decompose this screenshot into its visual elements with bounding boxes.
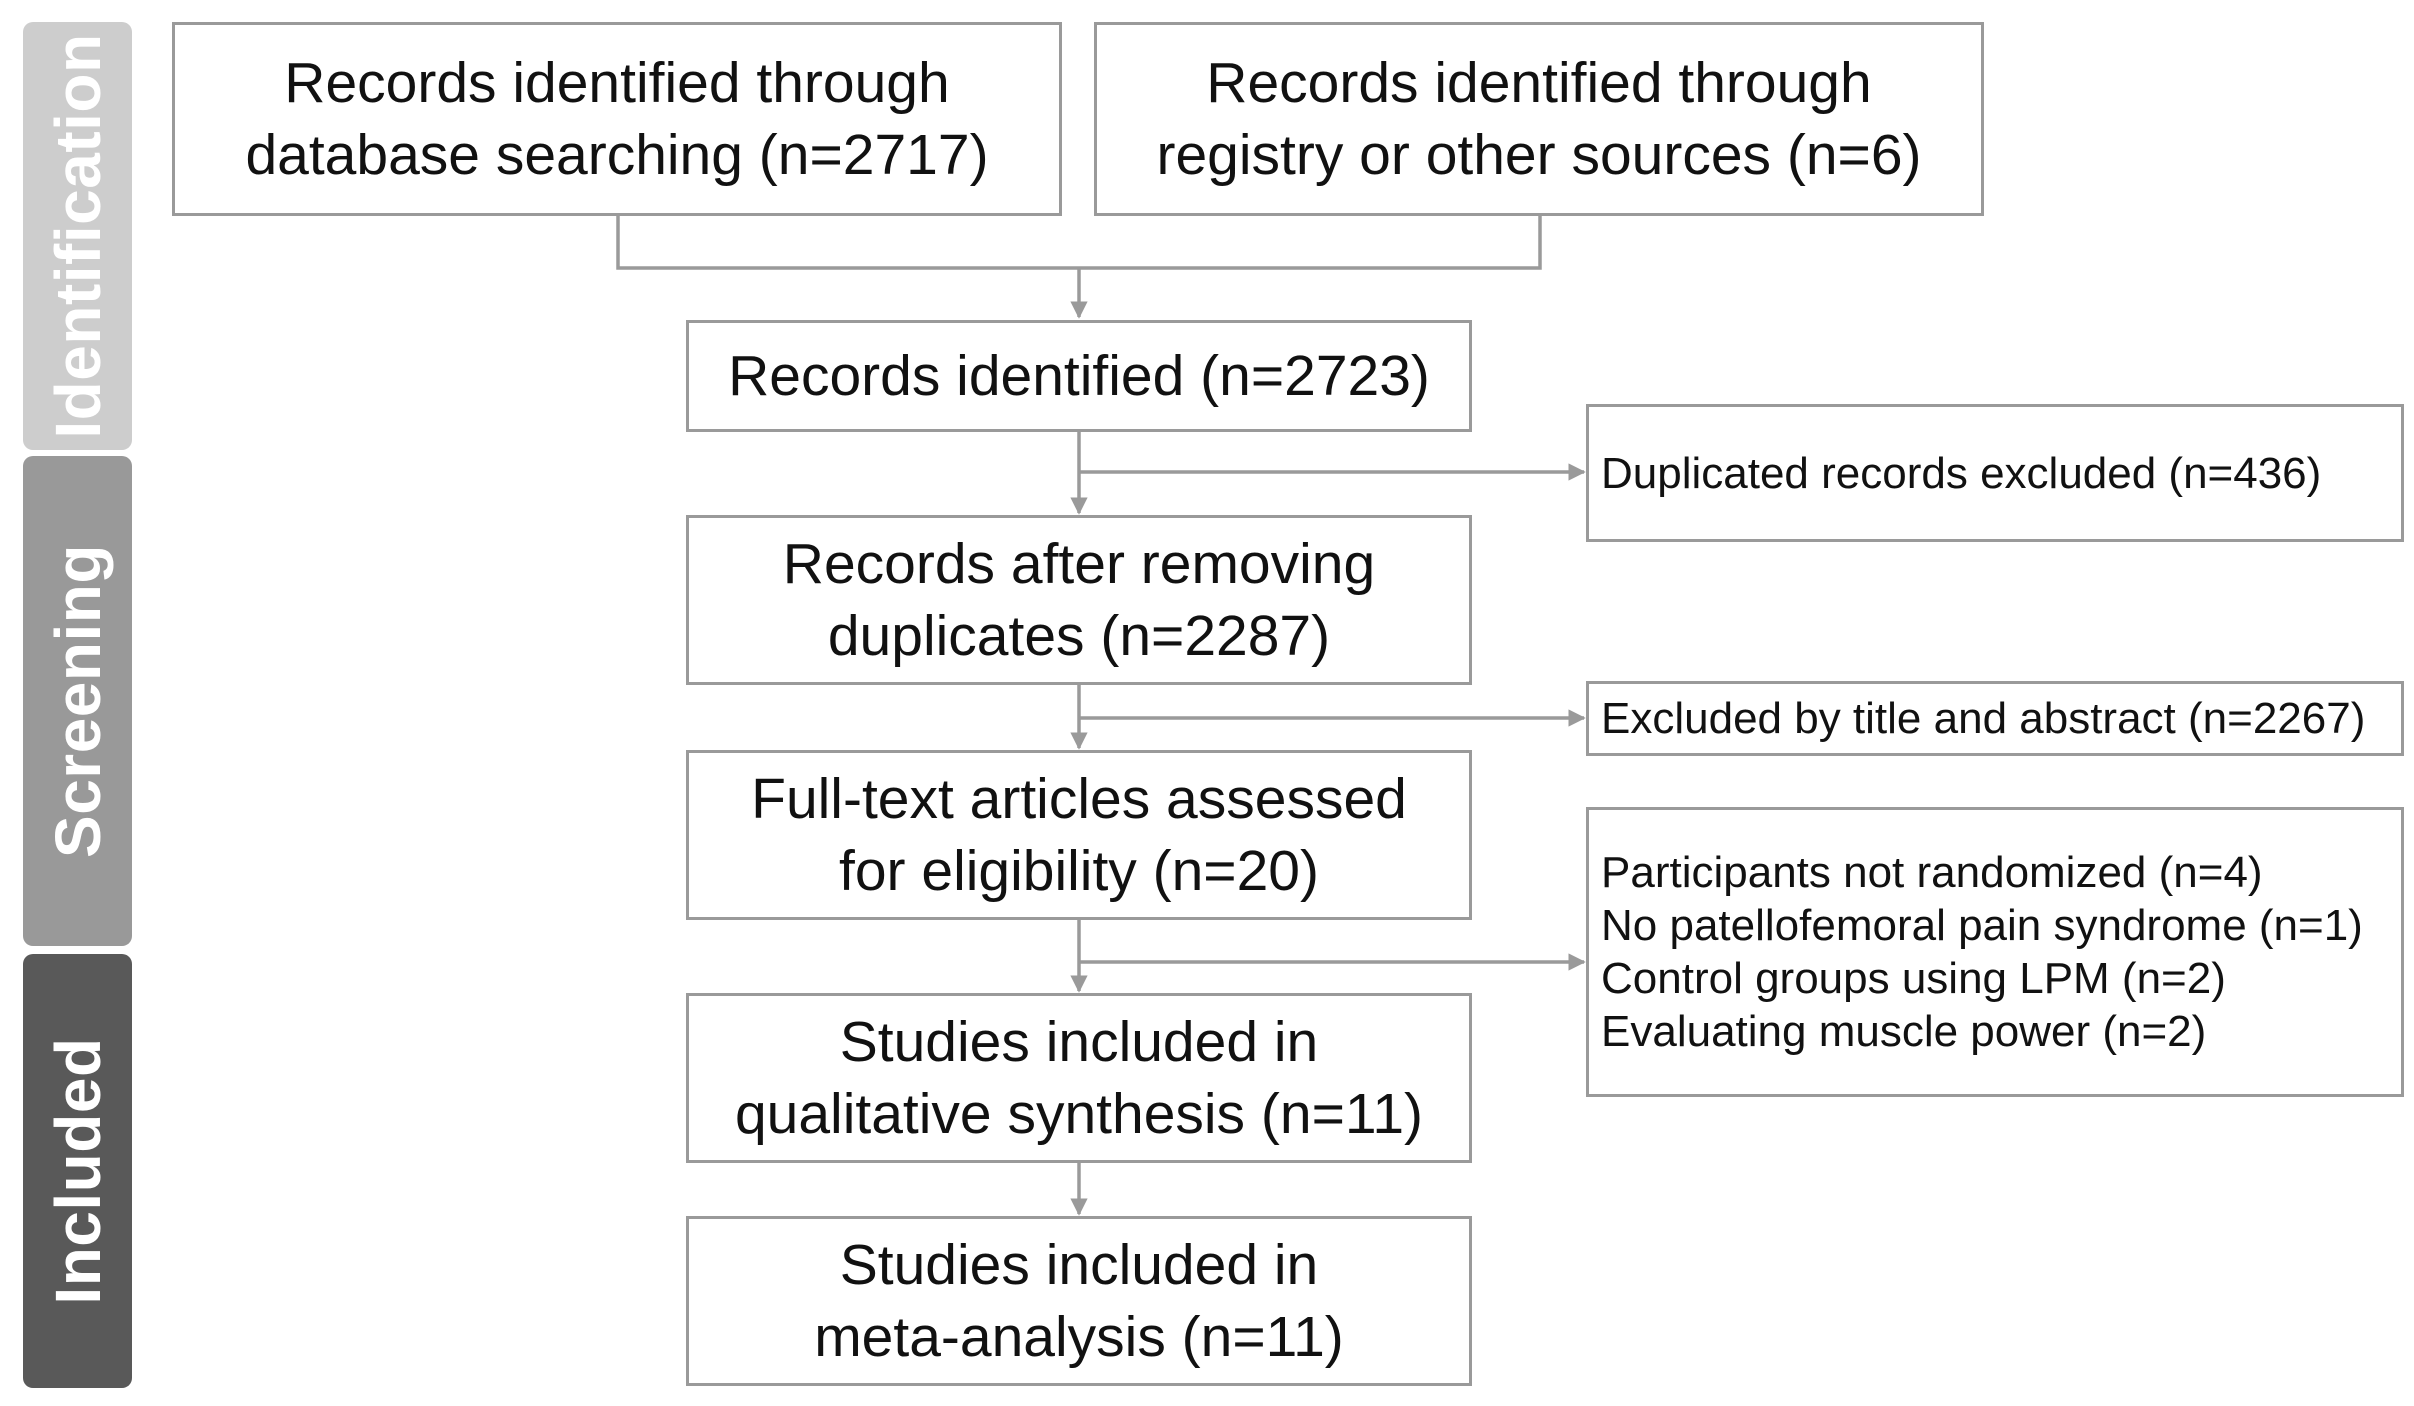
box-text-line: for eligibility (n=20) — [839, 839, 1319, 903]
box-text-line: Records after removing — [782, 532, 1376, 596]
box-text-line: duplicates (n=2287) — [827, 604, 1331, 668]
box-text-line: Records identified through — [1206, 51, 1872, 115]
box-text-line: Studies included in — [839, 1233, 1319, 1297]
phase-screening: Screening — [23, 456, 132, 946]
phase-identification-label: Identification — [41, 33, 114, 439]
exclusion-reason: Participants not randomized (n=4) — [1601, 848, 2263, 897]
box-text-line: qualitative synthesis (n=11) — [734, 1082, 1424, 1146]
merge-connector — [616, 216, 1542, 270]
title-abstract-excluded-box: Excluded by title and abstract (n=2267) — [1586, 681, 2404, 756]
phase-included-label: Included — [41, 1037, 114, 1305]
box-text-line: Records identified through — [284, 51, 950, 115]
box-text-line: meta-analysis (n=11) — [814, 1305, 1344, 1369]
exclusion-reason: Evaluating muscle power (n=2) — [1601, 1007, 2207, 1056]
phase-screening-label: Screening — [41, 544, 114, 858]
box-text-line: database searching (n=2717) — [245, 123, 989, 187]
records-after-duplicates-box: Records after removing duplicates (n=228… — [686, 515, 1472, 685]
phase-included: Included — [23, 954, 132, 1388]
box-text-line: registry or other sources (n=6) — [1156, 123, 1922, 187]
registry-records-box: Records identified through registry or o… — [1094, 22, 1984, 216]
phase-identification: Identification — [23, 22, 132, 450]
qualitative-synthesis-box: Studies included in qualitative synthesi… — [686, 993, 1472, 1163]
duplicates-excluded-box: Duplicated records excluded (n=436) — [1586, 404, 2404, 542]
full-text-assessed-box: Full-text articles assessed for eligibil… — [686, 750, 1472, 920]
exclusion-reason: No patellofemoral pain syndrome (n=1) — [1601, 901, 2363, 950]
box-text-line: Studies included in — [839, 1010, 1319, 1074]
database-records-box: Records identified through database sear… — [172, 22, 1062, 216]
exclusion-text-line: Duplicated records excluded (n=436) — [1601, 448, 2322, 498]
box-text-line: Full-text articles assessed — [751, 767, 1407, 831]
exclusion-reason: Control groups using LPM (n=2) — [1601, 954, 2226, 1003]
full-text-excluded-box: Participants not randomized (n=4) No pat… — [1586, 807, 2404, 1097]
box-text-line: Records identified (n=2723) — [728, 344, 1430, 408]
exclusion-text-line: Excluded by title and abstract (n=2267) — [1601, 694, 2366, 743]
records-identified-box: Records identified (n=2723) — [686, 320, 1472, 432]
meta-analysis-box: Studies included in meta-analysis (n=11) — [686, 1216, 1472, 1386]
